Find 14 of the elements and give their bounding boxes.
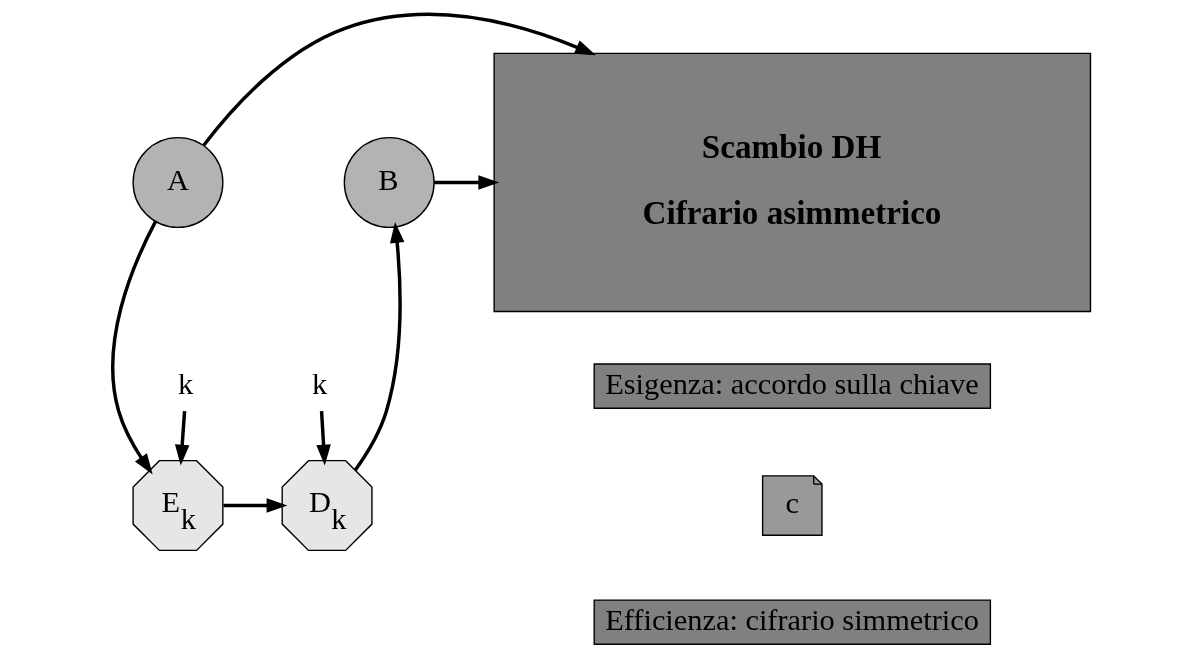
node-circle: B [343, 136, 435, 229]
node-text: k [177, 366, 193, 401]
arrow [315, 411, 331, 466]
node-box: Efficienza: cifrario simmetrico [593, 599, 991, 645]
arrow [110, 220, 157, 475]
node-box: Scambio DH Cifrario asimmetrico [492, 52, 1091, 313]
node-text: k [311, 366, 327, 401]
arrow [201, 12, 596, 147]
arrow [174, 410, 189, 466]
node-box: Esigenza: accordo sulla chiave [593, 363, 991, 409]
arrow [353, 221, 404, 472]
arrow [433, 175, 499, 190]
node-circle: A [131, 136, 224, 229]
arrow [222, 498, 287, 513]
